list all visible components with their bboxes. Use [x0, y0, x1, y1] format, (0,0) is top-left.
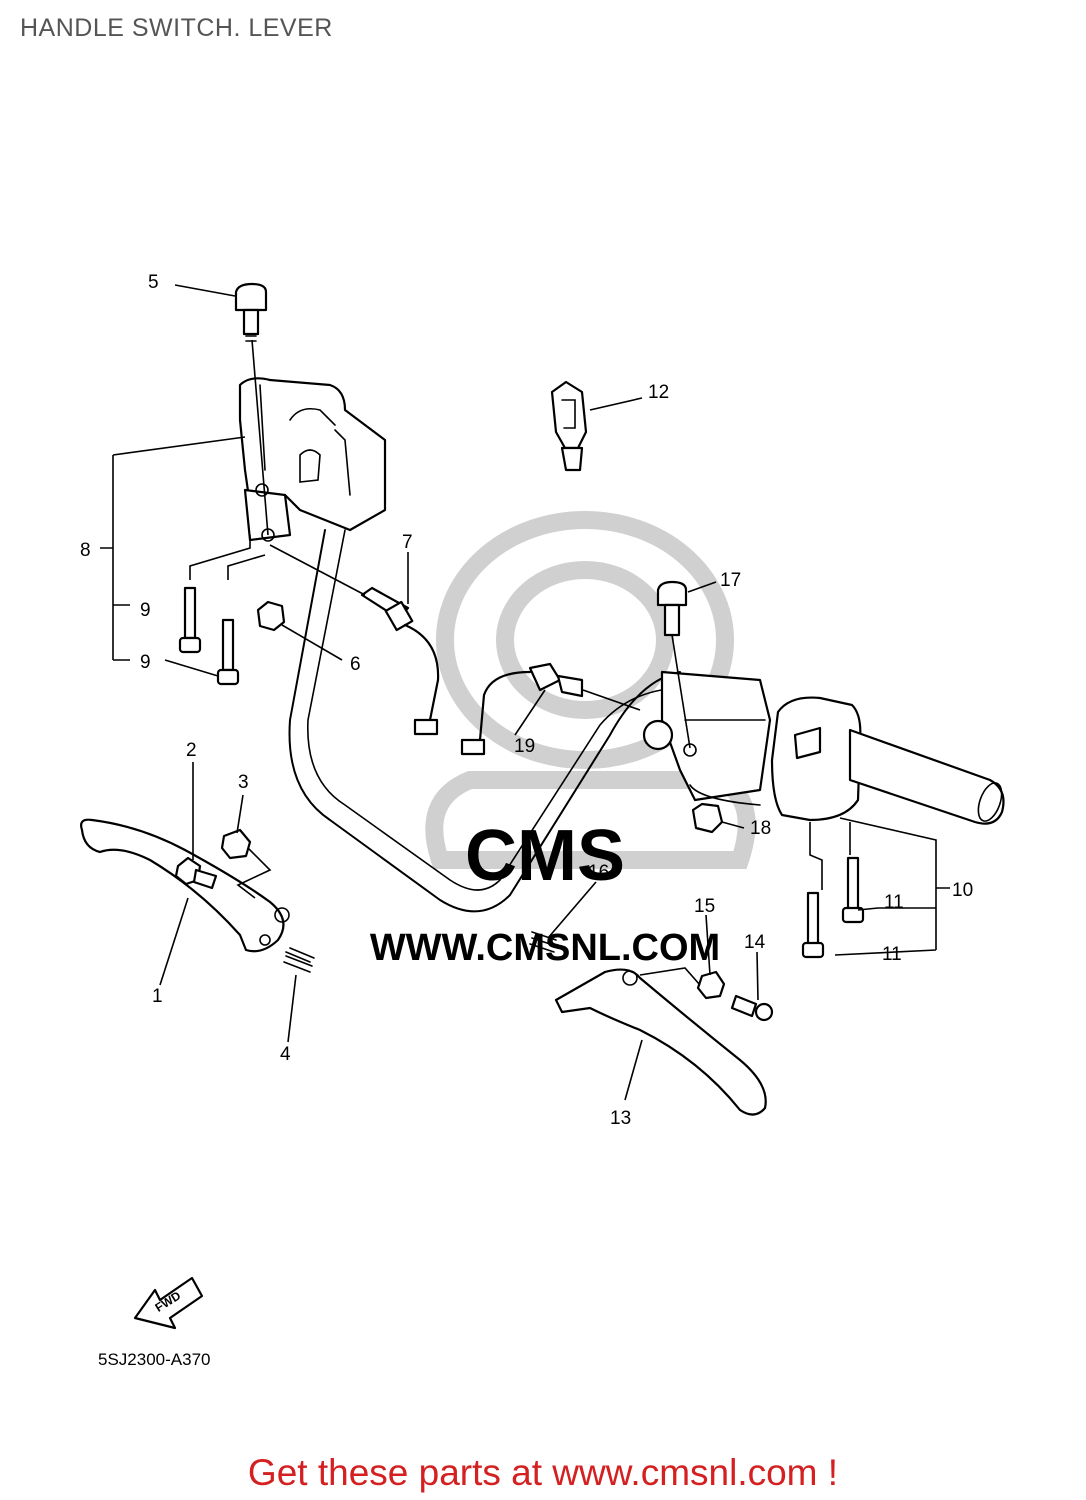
watermark: CMS WWW.CMSNL.COM	[370, 511, 756, 969]
left-handle-switch	[238, 377, 387, 542]
page-title: HANDLE SWITCH. LEVER	[20, 14, 333, 42]
leader-lines	[100, 284, 950, 1101]
spring-4	[283, 947, 315, 973]
callout-13: 13	[610, 1108, 631, 1129]
clutch-switch-7	[360, 586, 440, 736]
callout-15: 15	[694, 896, 715, 917]
promo-link[interactable]: Get these parts at www.cmsnl.com !	[247, 1452, 839, 1493]
screws-11	[801, 856, 865, 959]
screw-5	[234, 282, 268, 342]
callout-7: 7	[402, 532, 413, 553]
diagram-code: 5SJ2300-A370	[98, 1350, 211, 1369]
callout-2: 2	[186, 740, 197, 761]
svg-text:CMS: CMS	[465, 816, 625, 896]
clip-12	[550, 380, 588, 472]
callout-3: 3	[238, 772, 249, 793]
handlebar	[288, 529, 681, 913]
callout-17: 17	[720, 570, 741, 591]
callout-8: 8	[80, 540, 91, 561]
parts-diagram: CMS WWW.CMSNL.COM	[80, 272, 1005, 1330]
fwd-arrow-icon: FWD	[133, 1276, 204, 1330]
callout-9a: 9	[140, 600, 151, 621]
nut-6	[256, 600, 286, 632]
callout-18: 18	[750, 818, 771, 839]
clutch-lever-1	[80, 818, 290, 953]
brake-lever-13	[554, 968, 767, 1116]
callout-12: 12	[648, 382, 669, 403]
callout-10: 10	[952, 880, 973, 901]
collar-15	[696, 970, 726, 1000]
callout-16: 16	[588, 862, 609, 883]
screws-9	[178, 586, 240, 686]
right-handle-switch	[642, 670, 1005, 825]
callouts: 1 2 3 4 5 6 7 8 9 9 10 11 11 12 13 14 15…	[80, 272, 973, 1129]
brake-switch-19	[460, 662, 584, 756]
collar-3	[220, 828, 252, 860]
callout-11a: 11	[884, 892, 904, 913]
callout-19: 19	[514, 736, 535, 757]
watermark-text: WWW.CMSNL.COM	[370, 927, 720, 969]
callout-14: 14	[744, 932, 766, 953]
callout-6: 6	[350, 654, 361, 675]
bolt-2	[174, 856, 218, 890]
callout-4: 4	[280, 1044, 291, 1065]
spring-16	[529, 931, 557, 953]
callout-9b: 9	[140, 652, 151, 673]
callout-11b: 11	[882, 944, 902, 965]
screw-14	[730, 994, 774, 1022]
screw-17	[656, 580, 688, 637]
callout-1: 1	[152, 986, 163, 1007]
callout-5: 5	[148, 272, 159, 293]
nut-18	[691, 802, 724, 834]
